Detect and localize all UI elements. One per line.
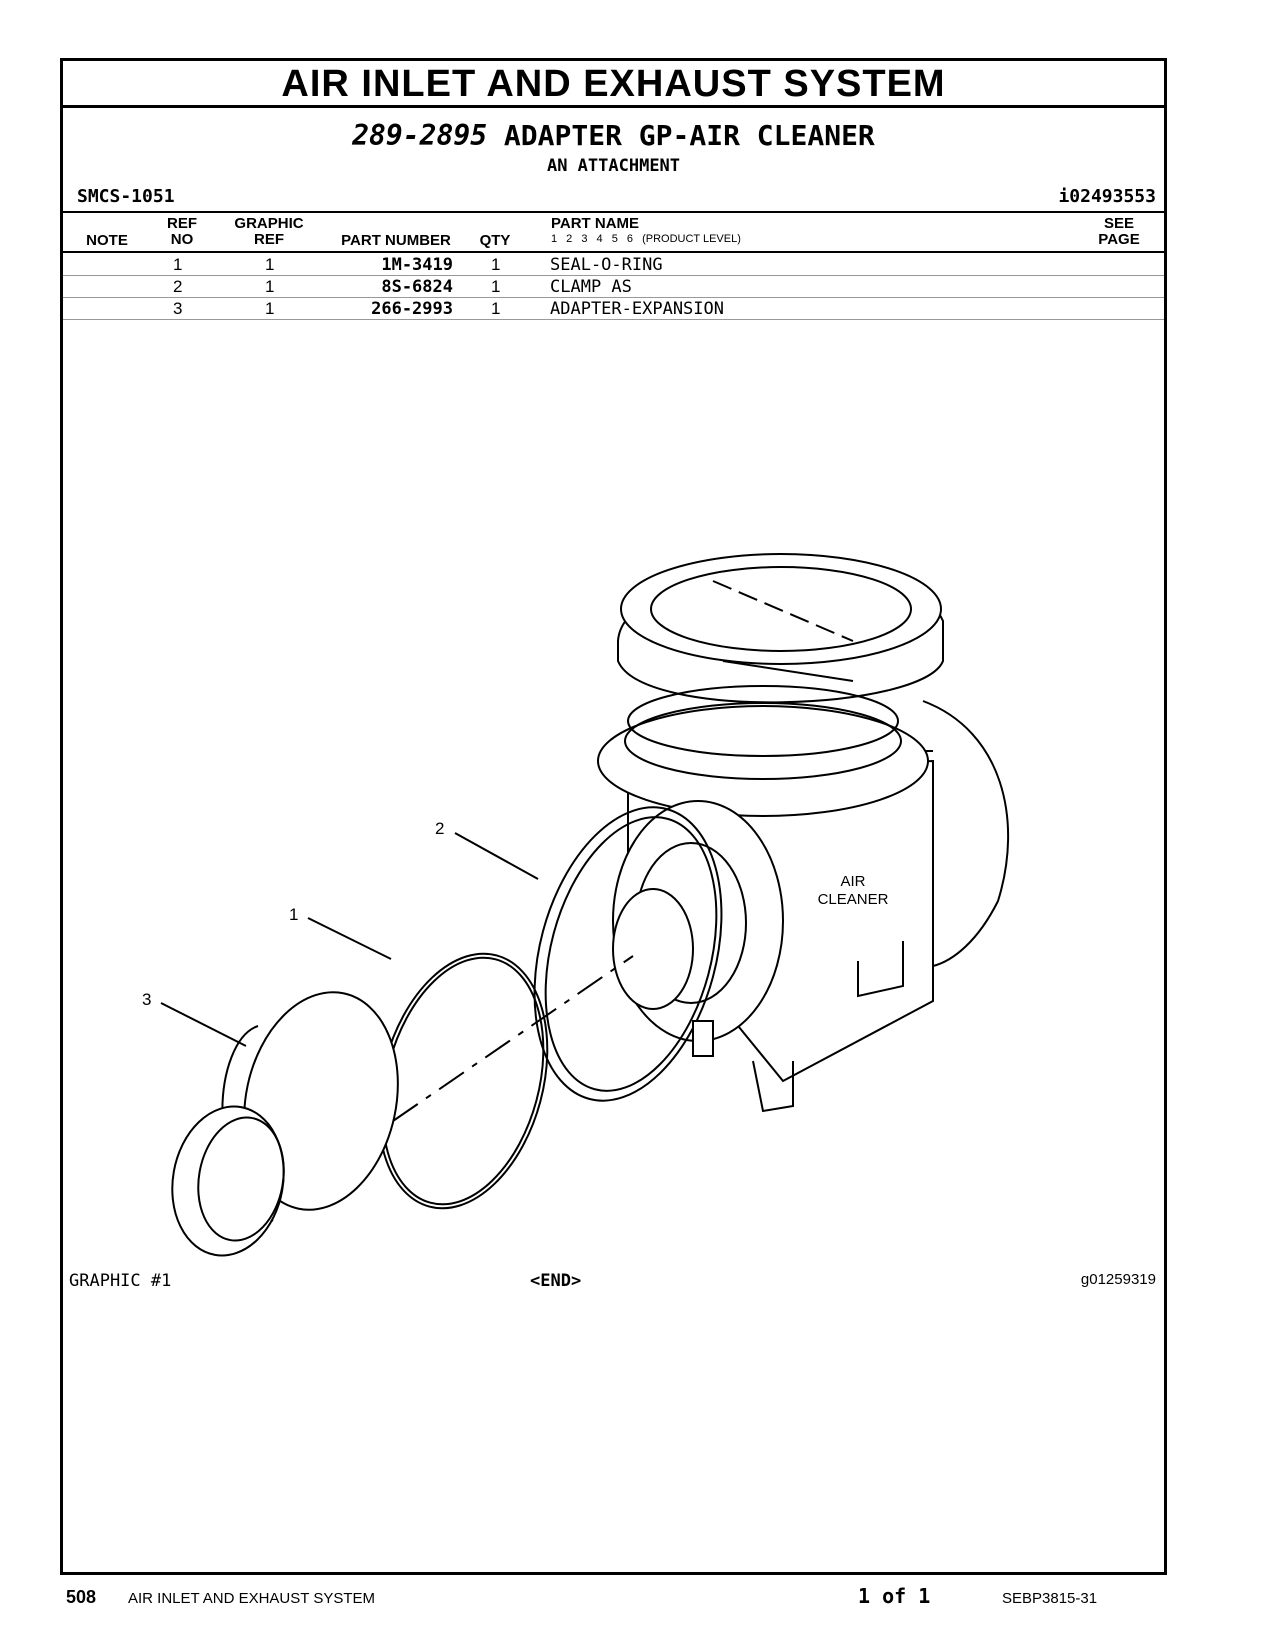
page-of: 1 of 1 — [858, 1584, 931, 1608]
group-subtitle: AN ATTACHMENT — [546, 156, 681, 176]
clamp-part — [533, 806, 723, 1102]
callout-3: 3 — [142, 990, 151, 1009]
col-see-page: SEE PAGE — [1094, 216, 1144, 248]
col-part-name: PART NAME — [551, 215, 640, 232]
col-see-page-line1: SEE — [1103, 215, 1134, 232]
group-title: 289-2895 ADAPTER GP-AIR CLEANER — [63, 119, 1164, 152]
row-ref-no: 1 — [173, 255, 183, 274]
row-graphic-ref: 1 — [265, 299, 275, 318]
air-cleaner-label-line2: CLEANER — [818, 891, 889, 908]
air-cleaner-housing — [597, 553, 1009, 1113]
header-rule-bottom — [63, 251, 1164, 253]
group-name: ADAPTER GP-AIR CLEANER — [503, 119, 875, 152]
page-number: 508 — [66, 1587, 97, 1607]
callout-leader-2 — [454, 832, 539, 880]
table-row: 3 1 266-2993 1 ADAPTER-EXPANSION — [63, 297, 1164, 320]
row-part-name: SEAL-O-RING — [550, 255, 663, 275]
callout-leader-3 — [160, 1002, 247, 1047]
col-see-page-line2: PAGE — [1098, 231, 1140, 248]
row-qty: 1 — [491, 255, 501, 274]
footer-section: AIR INLET AND EXHAUST SYSTEM — [128, 1590, 376, 1607]
col-ref-no-line2: NO — [170, 231, 194, 248]
row-part-name: ADAPTER-EXPANSION — [550, 299, 724, 319]
col-graphic-ref-line2: REF — [254, 231, 284, 248]
system-title: AIR INLET AND EXHAUST SYSTEM — [63, 61, 1164, 108]
doc-id: SEBP3815-31 — [1002, 1590, 1098, 1607]
end-marker: <END> — [530, 1271, 582, 1291]
graphic-id: g01259319 — [1080, 1271, 1156, 1288]
smcs-code: SMCS-1051 — [77, 186, 175, 207]
col-qty: QTY — [479, 232, 511, 249]
col-graphic-ref: GRAPHIC REF — [225, 216, 313, 248]
col-ref-no: REF NO — [157, 216, 207, 248]
center-axis-line — [392, 955, 634, 1122]
row-graphic-ref: 1 — [265, 277, 275, 296]
row-qty: 1 — [491, 277, 501, 296]
air-cleaner-label-line1: AIR — [840, 873, 865, 890]
row-ref-no: 3 — [173, 299, 183, 318]
header-rule-top — [63, 211, 1164, 213]
row-graphic-ref: 1 — [265, 255, 275, 274]
callout-1: 1 — [289, 905, 298, 924]
row-part-number: 8S-6824 — [381, 277, 453, 297]
product-level-label: (PRODUCT LEVEL) — [642, 233, 741, 245]
row-ref-no: 2 — [173, 277, 183, 296]
col-graphic-ref-line1: GRAPHIC — [234, 215, 304, 232]
row-part-number: 266-2993 — [371, 299, 453, 319]
row-qty: 1 — [491, 299, 501, 318]
col-part-number: PART NUMBER — [341, 232, 451, 249]
callout-2: 2 — [435, 819, 444, 838]
table-row: 1 1 1M-3419 1 SEAL-O-RING — [63, 253, 1164, 276]
group-part-number: 289-2895 — [352, 119, 488, 152]
graphic-caption: GRAPHIC #1 — [69, 1271, 172, 1291]
exploded-view-illustration: 2 1 3 AIR CLEANER — [142, 553, 1009, 1257]
product-levels: 1 2 3 4 5 6 (PRODUCT LEVEL) — [551, 233, 741, 245]
table-row: 2 1 8S-6824 1 CLAMP AS — [63, 275, 1164, 298]
row-part-number: 1M-3419 — [381, 255, 453, 275]
row-part-name: CLAMP AS — [550, 277, 632, 297]
col-ref-no-line1: REF — [167, 215, 197, 232]
adapter-expansion-part — [171, 991, 399, 1257]
page-frame: AIR INLET AND EXHAUST SYSTEM 289-2895 AD… — [60, 58, 1167, 1575]
level-numbers: 1 2 3 4 5 6 — [551, 233, 633, 245]
info-id: i02493553 — [1058, 186, 1156, 207]
col-note: NOTE — [86, 232, 128, 249]
callout-leader-1 — [307, 917, 392, 960]
